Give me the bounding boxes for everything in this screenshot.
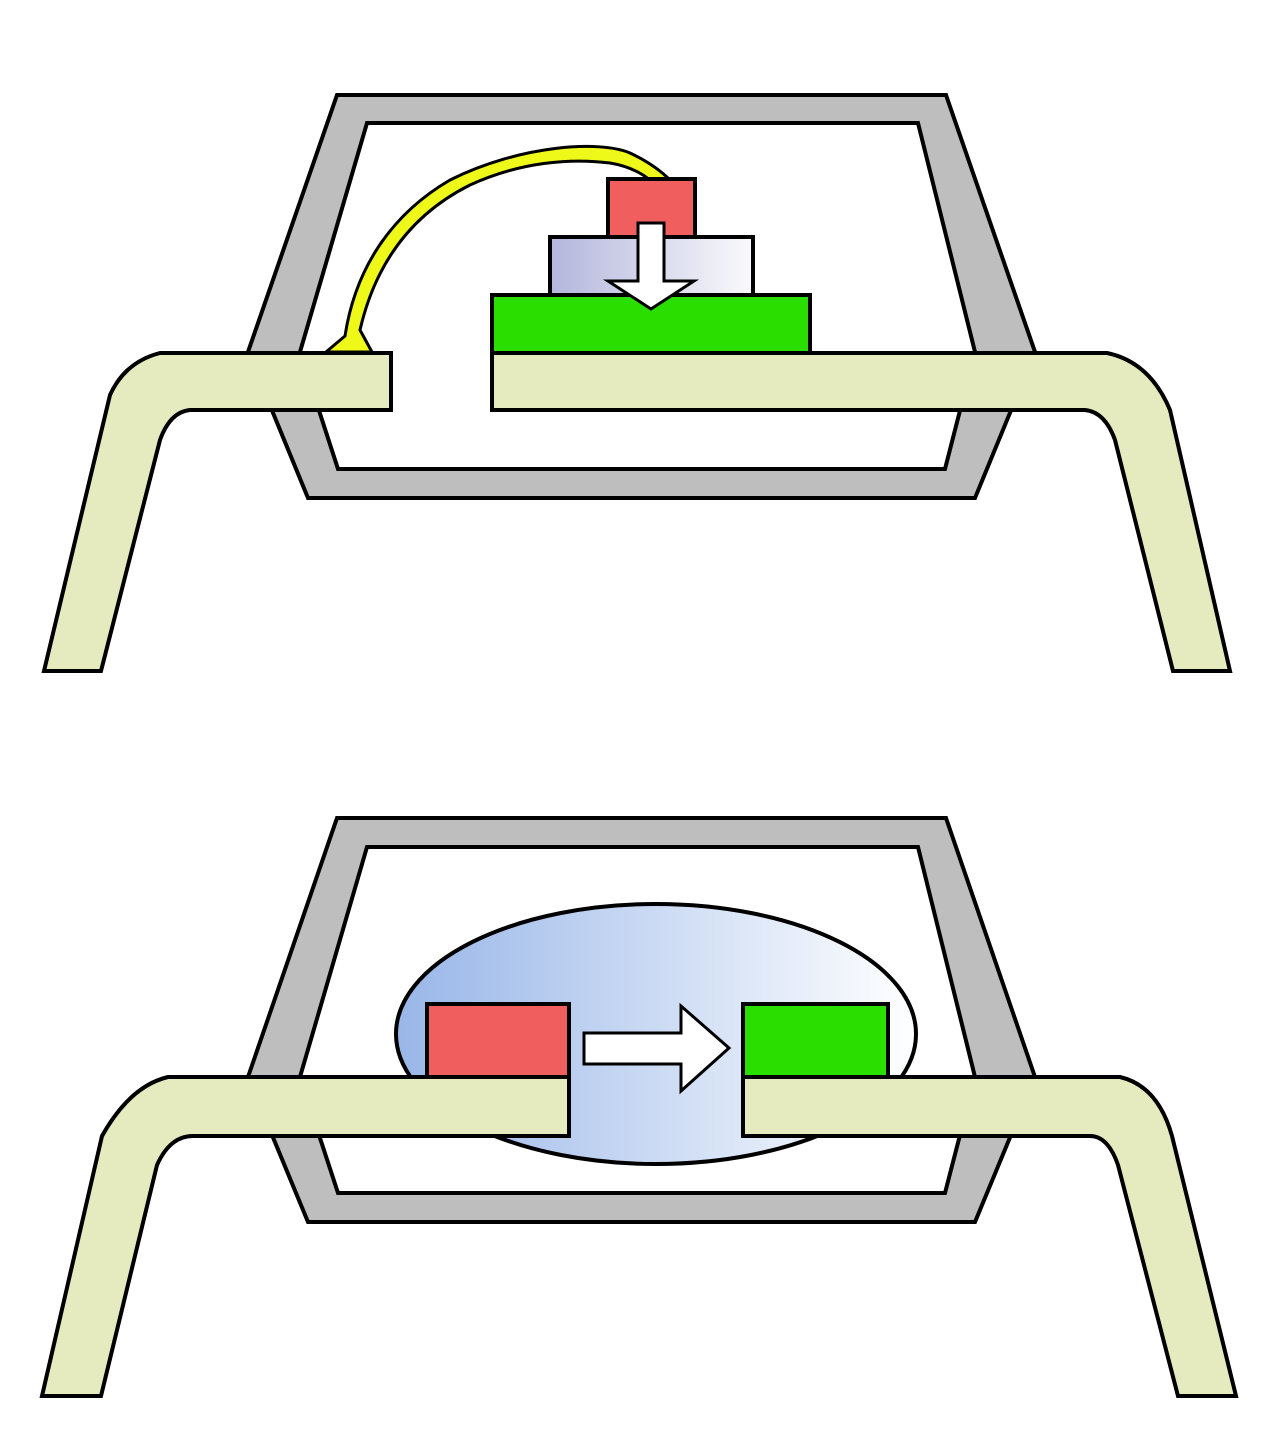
light-arrow-down-icon: [602, 221, 700, 311]
left-lead: [41, 351, 393, 673]
panel-side-by-side: [39, 816, 1239, 1398]
right-lead: [741, 1075, 1239, 1398]
light-arrow-right-icon: [582, 1002, 732, 1095]
emitter-die: [425, 1002, 571, 1079]
left-lead: [39, 1075, 571, 1398]
detector-die: [741, 1002, 890, 1079]
right-lead: [490, 351, 1233, 673]
panel-stacked: [41, 93, 1233, 673]
